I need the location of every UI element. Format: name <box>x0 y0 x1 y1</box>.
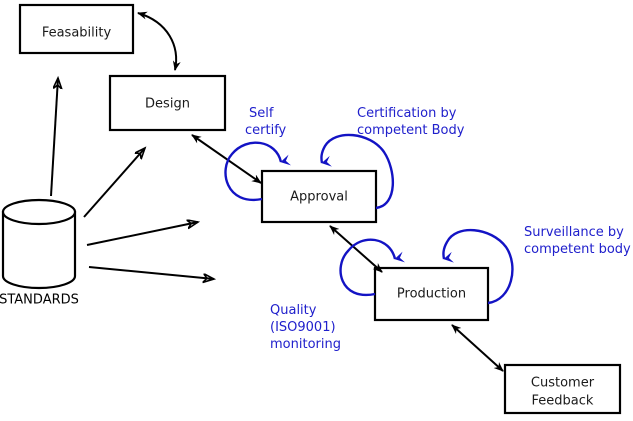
annotation-certification-by-competent-body: Certification by competent Body <box>357 106 465 138</box>
annotation-self-certify-line1: Self <box>249 106 274 121</box>
annotation-surveillance-line1: Surveillance by <box>524 225 624 240</box>
annotation-quality-line1: Quality <box>270 303 317 318</box>
edge-standards-approval <box>86 222 198 246</box>
annotation-quality-line2: (ISO9001) <box>270 320 336 335</box>
node-approval[interactable]: Approval <box>260 169 378 224</box>
loop-certification-by-competent-body <box>320 133 395 210</box>
node-design[interactable]: Design <box>108 74 227 132</box>
node-standards-datastore[interactable]: STANDARDS <box>0 198 79 308</box>
annotation-surveillance-line2: competent body <box>524 242 631 257</box>
annotation-quality-iso9001-monitoring: Quality (ISO9001) monitoring <box>270 303 341 352</box>
edge-standards-feasability <box>50 78 58 197</box>
node-approval-label: Approval <box>290 190 348 205</box>
edge-standards-production <box>88 266 214 279</box>
node-production[interactable]: Production <box>373 266 490 322</box>
annotation-quality-line3: monitoring <box>270 337 341 352</box>
node-design-label: Design <box>145 97 190 112</box>
loop-surveillance-by-competent-body <box>442 228 514 305</box>
annotation-surveillance-by-competent-body: Surveillance by competent body <box>524 225 631 257</box>
node-customer-feedback[interactable]: Customer Feedback <box>503 363 622 415</box>
annotation-self-certify: Self certify <box>245 106 287 138</box>
edge-approval-production <box>329 225 383 273</box>
loop-self-certify <box>224 141 291 202</box>
node-customer-feedback-label-line1: Customer <box>531 376 595 391</box>
annotation-self-certify-line2: certify <box>245 123 287 138</box>
edge-feasability-design <box>137 11 181 71</box>
node-customer-feedback-label-line2: Feedback <box>532 394 594 409</box>
annotation-certification-line2: competent Body <box>357 123 465 138</box>
node-feasability[interactable]: Feasability <box>18 3 135 55</box>
edge-production-customer-feedback <box>451 324 504 372</box>
annotation-certification-line1: Certification by <box>357 106 457 121</box>
edge-design-approval <box>191 134 262 184</box>
loop-quality-iso9001-monitoring <box>339 238 405 297</box>
edge-standards-design <box>83 148 145 218</box>
node-feasability-label: Feasability <box>42 26 112 41</box>
node-production-label: Production <box>397 287 466 302</box>
node-standards-label: STANDARDS <box>0 293 79 308</box>
